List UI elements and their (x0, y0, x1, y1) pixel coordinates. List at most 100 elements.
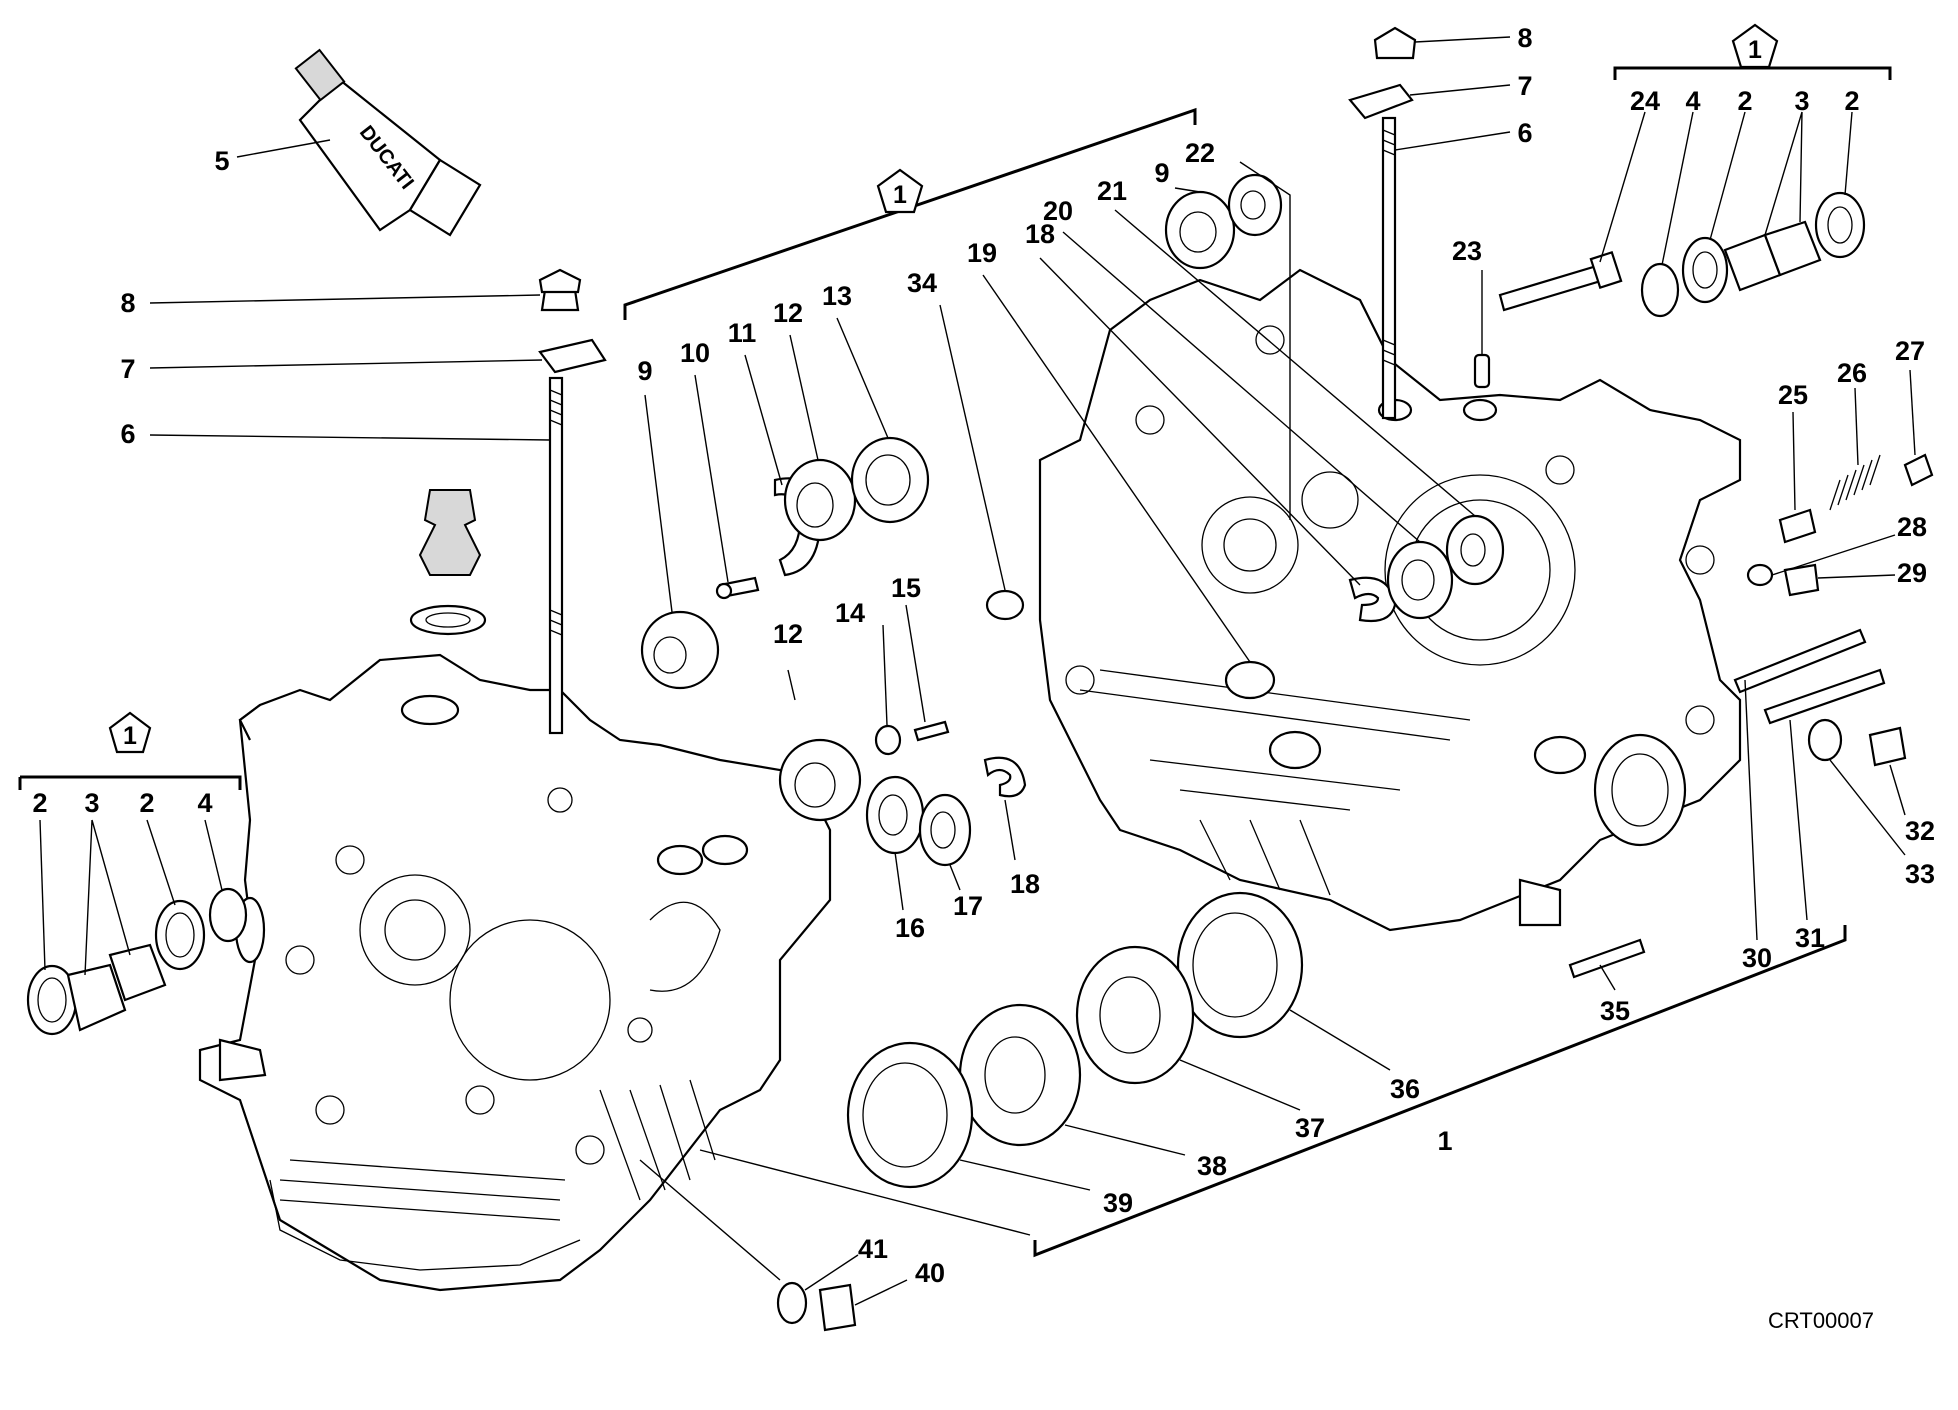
callout-8b: 8 (1517, 23, 1532, 53)
leader-21 (1114, 209, 1476, 517)
callout-2b: 2 (139, 788, 154, 818)
callout-16: 16 (895, 913, 925, 943)
bearing-12b-bore (794, 762, 836, 808)
callout-18a: 18 (1025, 219, 1055, 249)
left-gear-cavity (649, 901, 721, 992)
kit-marker-right (1731, 23, 1779, 69)
dowel-19 (1224, 660, 1276, 700)
right-bolt-hole-1 (1065, 665, 1095, 695)
left-nut-top (538, 268, 582, 294)
callout-3b: 3 (1794, 86, 1809, 116)
right-stud-assembly (1348, 26, 1417, 420)
right-bolt-hole-3 (1255, 325, 1285, 355)
bearing-9b-bore (1179, 211, 1217, 253)
seal-2d (1814, 191, 1866, 259)
right-stud-threads (1382, 129, 1396, 366)
leader-40 (854, 1279, 908, 1306)
left-crank-bore (449, 919, 611, 1081)
left-main-bore (359, 874, 471, 986)
leader-12b (787, 669, 796, 701)
callout-32: 32 (1905, 816, 1935, 846)
callout-6b: 6 (1517, 118, 1532, 148)
left-stud-assembly (538, 268, 607, 735)
bearing-37-bore (1099, 976, 1161, 1054)
left-bolt-hole-7 (547, 787, 573, 813)
seal-2c-bore (1692, 251, 1718, 289)
kit-bracket-right-line (1613, 66, 1892, 80)
left-case-ribs (599, 1079, 716, 1201)
callout-labels: 5 8 7 6 2 3 2 4 9 10 11 12 13 34 19 18 2… (32, 23, 1935, 1288)
callout-20: 20 (1043, 196, 1073, 226)
tube-cap (294, 48, 346, 102)
right-clutch-boss-bore (1611, 753, 1669, 827)
callout-2c: 2 (1737, 86, 1752, 116)
leader-19 (982, 274, 1251, 663)
seal-2d-bore (1827, 206, 1853, 244)
leader-14 (882, 624, 888, 726)
plug-29 (1783, 563, 1820, 597)
left-main-bore-inner (384, 899, 446, 961)
right-bolt-hole-5 (1685, 545, 1715, 575)
callout-30: 30 (1742, 943, 1772, 973)
leader-37 (1179, 1059, 1301, 1111)
bearing-9a-bore (653, 636, 687, 674)
seal-21-bore (1460, 533, 1486, 567)
leader-7b (1409, 84, 1511, 96)
callout-18b: 18 (1010, 869, 1040, 899)
sealant-tube: DUCATI (294, 48, 482, 237)
bearing-12a-bore (796, 482, 834, 528)
plug-40 (818, 1283, 857, 1332)
callout-13: 13 (822, 281, 852, 311)
callout-35: 35 (1600, 996, 1630, 1026)
dowel-23 (1473, 353, 1491, 389)
screw-10-head (715, 582, 733, 600)
leader-9b (1174, 187, 1201, 193)
callout-40: 40 (915, 1258, 945, 1288)
callout-3a: 3 (84, 788, 99, 818)
callout-24: 24 (1630, 86, 1660, 116)
leader-12a (789, 334, 819, 461)
leader-10 (694, 374, 729, 583)
leader-28 (1771, 534, 1896, 576)
left-seal-2a-hole (37, 977, 67, 1023)
callout-25: 25 (1778, 380, 1808, 410)
callout-26: 26 (1837, 358, 1867, 388)
callout-4a: 4 (197, 788, 212, 818)
oil-plug-washer (409, 604, 487, 636)
callout-9b: 9 (1154, 158, 1169, 188)
right-main-bore-1 (1201, 496, 1299, 594)
washer-33 (1807, 718, 1843, 762)
callout-33: 33 (1905, 859, 1935, 889)
bearing-12b (778, 738, 862, 822)
tube-body (298, 78, 442, 232)
leader-24 (1599, 111, 1646, 263)
right-stud (1381, 116, 1397, 420)
left-stud-threads (549, 389, 563, 636)
seal-13-bore (865, 454, 911, 506)
callout-41: 41 (858, 1234, 888, 1264)
right-nut (1373, 26, 1417, 60)
bearing-9b (1164, 190, 1236, 270)
kit-marker-middle-label: 1 (893, 181, 907, 209)
seal-16 (865, 775, 925, 855)
seal-21 (1445, 514, 1505, 586)
bushing-39 (846, 1041, 974, 1189)
leader-6b (1394, 131, 1511, 151)
leader-4b (1661, 111, 1694, 266)
leader-26 (1854, 387, 1859, 466)
bushing-36-bore (1192, 912, 1278, 1018)
kit-bracket-left-line (20, 775, 242, 790)
left-boss-1 (656, 844, 704, 876)
seal-16-bore (878, 794, 908, 836)
leader-8b (1414, 36, 1511, 43)
right-boss-1 (1268, 730, 1322, 770)
left-crankcase-half (198, 653, 832, 1292)
left-case-flange (269, 1179, 581, 1271)
screw-15 (913, 720, 950, 742)
right-bore-2 (1301, 471, 1359, 529)
left-oil-plug (409, 489, 487, 636)
callout-23: 23 (1452, 236, 1482, 266)
kit-bracket-left: 1 (18, 711, 242, 790)
bearing-38-bore (984, 1036, 1046, 1114)
leader-33 (1829, 759, 1906, 856)
